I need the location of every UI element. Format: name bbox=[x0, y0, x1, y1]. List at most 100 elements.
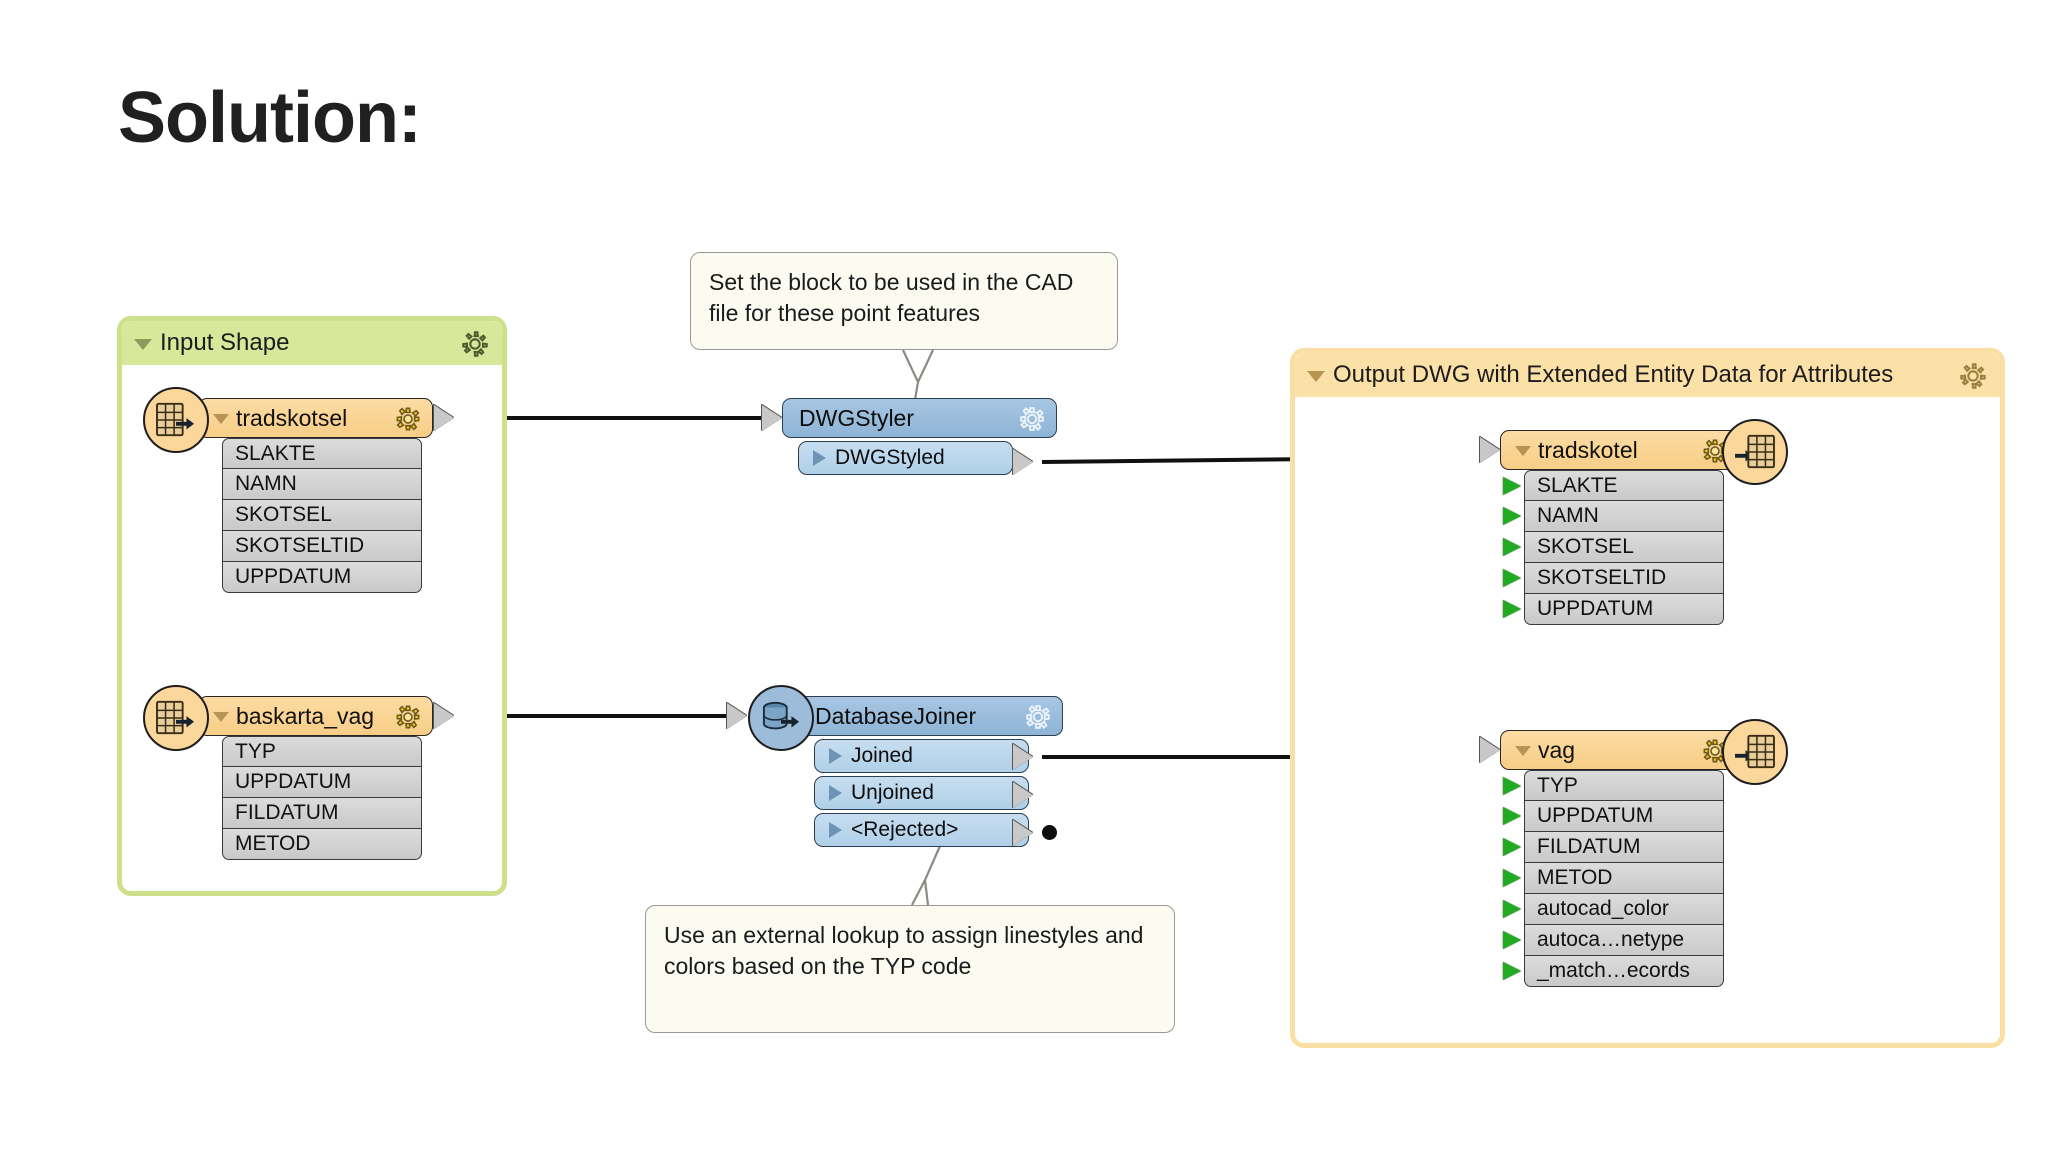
attribute-row[interactable]: SKOTSEL bbox=[222, 500, 422, 531]
triangle-down-icon[interactable] bbox=[1515, 446, 1531, 456]
input-port-arrow[interactable] bbox=[1480, 437, 1500, 463]
attribute-label: autoca…netype bbox=[1537, 928, 1685, 951]
reader-node-baskarta-vag[interactable]: baskarta_vag bbox=[198, 696, 433, 860]
attribute-row[interactable]: SKOTSEL bbox=[1503, 532, 1724, 563]
attribute-row[interactable]: SKOTSELTID bbox=[222, 531, 422, 562]
gear-icon[interactable] bbox=[394, 405, 422, 433]
gear-icon[interactable] bbox=[1024, 703, 1052, 731]
annotation-databasejoiner[interactable]: Use an external lookup to assign linesty… bbox=[645, 905, 1175, 1033]
output-port-dwgstyled[interactable]: DWGStyled bbox=[798, 441, 1013, 475]
attribute-label: SKOTSELTID bbox=[1537, 566, 1667, 589]
gear-icon[interactable] bbox=[460, 329, 490, 359]
green-port-icon bbox=[1503, 507, 1521, 525]
group-input-shape-header[interactable]: Input Shape bbox=[122, 321, 502, 365]
output-port-arrow[interactable] bbox=[1013, 449, 1033, 475]
reader-node-baskarta-vag-header[interactable]: baskarta_vag bbox=[198, 696, 433, 736]
table-writer-icon[interactable] bbox=[1722, 419, 1788, 485]
page-title: Solution: bbox=[118, 78, 422, 158]
attribute-row[interactable]: SLAKTE bbox=[1503, 470, 1724, 501]
output-port-unjoined-label: Unjoined bbox=[851, 781, 934, 804]
reader-node-tradskotsel[interactable]: tradskotsel S bbox=[198, 398, 433, 593]
output-port-arrow[interactable] bbox=[1013, 820, 1033, 846]
green-port-icon bbox=[1503, 477, 1521, 495]
input-port-arrow[interactable] bbox=[762, 405, 782, 431]
attribute-label: UPPDATUM bbox=[1537, 804, 1654, 827]
attribute-row[interactable]: UPPDATUM bbox=[1503, 594, 1724, 625]
group-input-shape-title: Input Shape bbox=[160, 329, 290, 356]
table-writer-icon[interactable] bbox=[1722, 719, 1788, 785]
writer-node-tradskotel[interactable]: tradskotel bbox=[1500, 430, 1740, 625]
green-port-icon bbox=[1503, 538, 1521, 556]
writer-node-vag-label: vag bbox=[1538, 736, 1576, 763]
output-port-arrow[interactable] bbox=[434, 703, 454, 729]
transformer-node-dwgstyler-label: DWGStyler bbox=[799, 404, 914, 431]
green-port-icon bbox=[1503, 807, 1521, 825]
triangle-down-icon[interactable] bbox=[213, 712, 229, 722]
attribute-row[interactable]: SLAKTE bbox=[222, 438, 422, 469]
output-port-rejected[interactable]: <Rejected> bbox=[814, 813, 1029, 847]
output-port-joined[interactable]: Joined bbox=[814, 739, 1029, 773]
green-port-icon bbox=[1503, 600, 1521, 618]
attribute-row[interactable]: FILDATUM bbox=[1503, 832, 1724, 863]
attribute-label: UPPDATUM bbox=[1537, 597, 1654, 620]
rejected-endpoint-dot bbox=[1042, 825, 1057, 840]
attribute-row[interactable]: autoca…netype bbox=[1503, 925, 1724, 956]
triangle-down-icon[interactable] bbox=[134, 338, 152, 350]
writer-node-vag-attributes: TYP UPPDATUM FILDATUM METOD autocad_colo… bbox=[1503, 770, 1724, 987]
attribute-row[interactable]: NAMN bbox=[1503, 501, 1724, 532]
output-port-dwgstyled-label: DWGStyled bbox=[835, 446, 945, 469]
gear-icon[interactable] bbox=[1018, 405, 1046, 433]
annotation-databasejoiner-text: Use an external lookup to assign linesty… bbox=[664, 922, 1144, 979]
attribute-label: NAMN bbox=[1537, 504, 1599, 527]
gear-icon[interactable] bbox=[394, 703, 422, 731]
writer-node-vag[interactable]: vag bbox=[1500, 730, 1740, 987]
output-port-arrow[interactable] bbox=[434, 405, 454, 431]
attribute-label: METOD bbox=[1537, 866, 1613, 889]
attribute-label: SKOTSEL bbox=[1537, 535, 1634, 558]
output-port-rejected-label: <Rejected> bbox=[851, 818, 959, 841]
triangle-right-icon bbox=[829, 748, 842, 764]
attribute-row[interactable]: autocad_color bbox=[1503, 894, 1724, 925]
input-port-arrow[interactable] bbox=[1480, 737, 1500, 763]
attribute-row[interactable]: UPPDATUM bbox=[1503, 801, 1724, 832]
attribute-row[interactable]: NAMN bbox=[222, 469, 422, 500]
attribute-row[interactable]: FILDATUM bbox=[222, 798, 422, 829]
triangle-down-icon[interactable] bbox=[1307, 370, 1325, 382]
writer-node-vag-header[interactable]: vag bbox=[1500, 730, 1740, 770]
gear-icon[interactable] bbox=[1958, 361, 1988, 391]
annotation-dwgstyler[interactable]: Set the block to be used in the CAD file… bbox=[690, 252, 1118, 350]
table-reader-icon[interactable] bbox=[143, 685, 209, 751]
group-output-dwg-title: Output DWG with Extended Entity Data for… bbox=[1333, 361, 1894, 388]
green-port-icon bbox=[1503, 569, 1521, 587]
transformer-node-databasejoiner-header[interactable]: DatabaseJoiner bbox=[798, 696, 1063, 736]
writer-node-tradskotel-header[interactable]: tradskotel bbox=[1500, 430, 1740, 470]
attribute-row[interactable]: METOD bbox=[1503, 863, 1724, 894]
attribute-row[interactable]: TYP bbox=[222, 736, 422, 767]
transformer-node-dwgstyler-header[interactable]: DWGStyler bbox=[782, 398, 1057, 438]
attribute-row[interactable]: METOD bbox=[222, 829, 422, 860]
reader-node-tradskotsel-header[interactable]: tradskotsel bbox=[198, 398, 433, 438]
reader-node-baskarta-vag-label: baskarta_vag bbox=[236, 702, 375, 729]
attribute-label: FILDATUM bbox=[1537, 835, 1641, 858]
writer-node-tradskotel-attributes: SLAKTE NAMN SKOTSEL SKOTSELTID UPPDATUM bbox=[1503, 470, 1724, 625]
attribute-row[interactable]: UPPDATUM bbox=[222, 767, 422, 798]
group-output-dwg-header[interactable]: Output DWG with Extended Entity Data for… bbox=[1295, 353, 2000, 397]
triangle-down-icon[interactable] bbox=[213, 414, 229, 424]
attribute-row[interactable]: SKOTSELTID bbox=[1503, 563, 1724, 594]
triangle-down-icon[interactable] bbox=[1515, 746, 1531, 756]
attribute-row[interactable]: _match…ecords bbox=[1503, 956, 1724, 987]
output-port-joined-label: Joined bbox=[851, 744, 913, 767]
attribute-row[interactable]: TYP bbox=[1503, 770, 1724, 801]
input-port-arrow[interactable] bbox=[727, 703, 747, 729]
database-icon[interactable] bbox=[748, 685, 814, 751]
output-port-arrow[interactable] bbox=[1013, 782, 1033, 808]
green-port-icon bbox=[1503, 869, 1521, 887]
attribute-row[interactable]: UPPDATUM bbox=[222, 562, 422, 593]
table-reader-icon[interactable] bbox=[143, 387, 209, 453]
transformer-node-databasejoiner[interactable]: DatabaseJoiner bbox=[798, 696, 1063, 847]
attribute-label: _match…ecords bbox=[1537, 959, 1690, 982]
output-port-arrow[interactable] bbox=[1013, 744, 1033, 770]
transformer-node-dwgstyler[interactable]: DWGStyler bbox=[782, 398, 1057, 475]
output-port-unjoined[interactable]: Unjoined bbox=[814, 776, 1029, 810]
